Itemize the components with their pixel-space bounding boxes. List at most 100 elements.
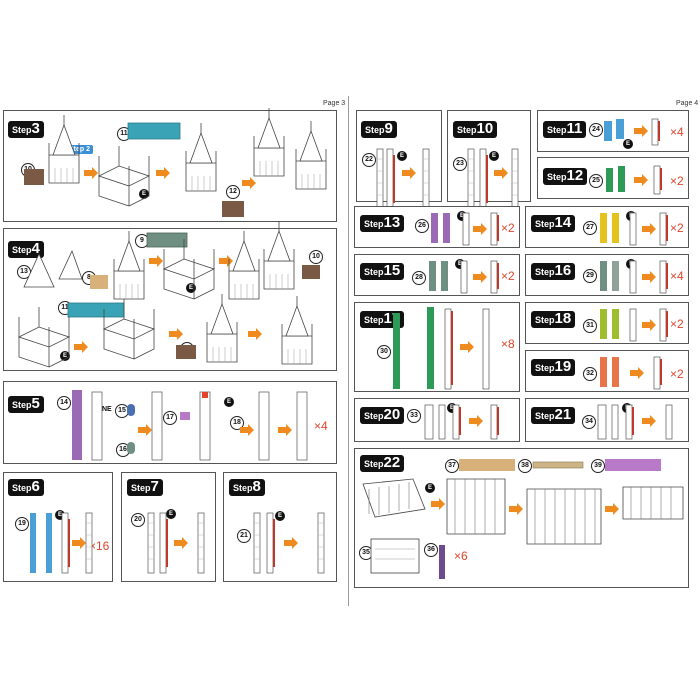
step-14-panel: Step14 27 E ×2 — [525, 206, 689, 248]
e-marker: E — [447, 403, 457, 413]
step-6-badge: Step6 — [8, 479, 44, 496]
multiplier-x4: ×4 — [314, 419, 328, 433]
e-marker: E — [397, 151, 407, 161]
multiplier-x2: ×2 — [670, 174, 684, 188]
e-marker: E — [275, 511, 285, 521]
part-number-27: 27 — [583, 221, 597, 235]
step-20-panel: Step20 33 E — [354, 398, 520, 442]
step-3-panel: Step3 Step 2 11 10 12 E — [3, 107, 337, 222]
step-7-illustration — [147, 512, 205, 574]
step-9-illustration — [376, 148, 430, 210]
part-number-14: 14 — [57, 396, 71, 410]
step-19-badge: Step19 — [531, 359, 576, 376]
part-number-28: 28 — [412, 271, 426, 285]
e-marker: E — [425, 483, 435, 493]
step-13-illustration — [431, 212, 499, 246]
step-16-badge: Step16 — [531, 263, 576, 280]
multiplier-x6: ×6 — [454, 549, 468, 563]
step-20-badge: Step20 — [360, 407, 405, 424]
page-number-left: Page 3 — [323, 100, 346, 107]
multiplier-x4: ×4 — [670, 269, 684, 283]
part-number-39: 39 — [591, 459, 605, 473]
step-10-badge: Step10 — [453, 121, 498, 138]
e-marker: E — [457, 211, 467, 221]
step-14-illustration — [600, 212, 668, 246]
step-15-panel: Step15 28 E ×2 — [354, 254, 520, 296]
multiplier-x4: ×4 — [670, 125, 684, 139]
ne-label: NE — [102, 406, 112, 413]
part-number-32: 32 — [583, 367, 597, 381]
e-marker: E — [455, 259, 465, 269]
page-number-right: Page 4 — [676, 100, 699, 107]
part-number-19: 19 — [15, 517, 29, 531]
step-10-panel: Step10 23 E — [447, 110, 531, 210]
part-number-18: 18 — [230, 416, 244, 430]
step-11-panel: Step11 24 E ×4 — [537, 110, 689, 152]
step-18-panel: Step18 31 ×2 — [525, 302, 689, 344]
e-marker: E — [489, 151, 499, 161]
part-number-34: 34 — [582, 415, 596, 429]
step-8-badge: Step8 — [229, 479, 265, 496]
part-number-31: 31 — [583, 319, 597, 333]
step-12-panel: Step12 25 ×2 — [537, 157, 689, 199]
e-marker: E — [623, 139, 633, 149]
part-number-20: 20 — [131, 513, 145, 527]
step-13-panel: Step13 26 E ×2 — [354, 206, 520, 248]
step-15-badge: Step15 — [360, 263, 405, 280]
step-5-illustration — [72, 390, 308, 461]
part-number-24: 24 — [589, 123, 603, 137]
step-18-badge: Step18 — [531, 311, 576, 328]
multiplier-x2: ×2 — [670, 317, 684, 331]
multiplier-x2: ×2 — [501, 221, 515, 235]
part-number-23: 23 — [453, 157, 467, 171]
step-7-panel: Step7 20 E — [121, 472, 216, 582]
step-9-panel: Step9 22 E — [356, 110, 442, 210]
step-3-illustration — [24, 107, 327, 217]
step-12-badge: Step12 — [543, 168, 588, 185]
step-21-panel: Step21 34 E — [525, 398, 689, 442]
multiplier-x16: ×16 — [89, 539, 110, 553]
step-20-illustration — [424, 404, 499, 440]
part-number-12: 12 — [226, 185, 240, 199]
step-17-panel: Step17 30 ×8 — [354, 302, 520, 392]
step-9-badge: Step9 — [361, 121, 397, 138]
e-marker: E — [166, 509, 176, 519]
step-5-badge: Step5 — [8, 396, 44, 413]
step-7-badge: Step7 — [127, 479, 163, 496]
step-11-badge: Step11 — [543, 121, 587, 138]
step-17-illustration — [393, 307, 490, 390]
step-19-illustration — [600, 356, 662, 390]
step-16-panel: Step16 29 E ×4 — [525, 254, 689, 296]
e-marker: E — [139, 189, 149, 199]
multiplier-x2: ×2 — [670, 221, 684, 235]
step-14-badge: Step14 — [531, 215, 576, 232]
part-number-17: 17 — [163, 411, 177, 425]
part-number-38: 38 — [518, 459, 532, 473]
part-number-21: 21 — [237, 529, 251, 543]
e-marker: E — [55, 510, 65, 520]
part-number-26: 26 — [415, 219, 429, 233]
e-marker: E — [186, 283, 196, 293]
step-22-panel: Step22 37 38 39 35 36 NE E ×6 — [354, 448, 689, 588]
step-5-panel: Step5 14 15 16 17 18 NE E ×4 — [3, 381, 337, 464]
step-19-panel: Step19 32 ×2 — [525, 350, 689, 392]
step-3-badge: Step3 — [8, 121, 44, 138]
e-marker: E — [224, 397, 234, 407]
step-4-illustration — [18, 220, 320, 368]
part-number-25: 25 — [589, 174, 603, 188]
page-divider — [348, 96, 349, 606]
step-16-illustration — [600, 260, 668, 294]
step-10-illustration — [467, 148, 519, 210]
step-21-illustration — [597, 404, 673, 440]
multiplier-x2: ×2 — [501, 269, 515, 283]
step-22-illustration — [362, 459, 684, 579]
step-8-panel: Step8 21 E — [223, 472, 337, 582]
part-number-36: 36 — [424, 543, 438, 557]
step-15-illustration — [429, 260, 499, 294]
step-4-badge: Step4 — [8, 241, 44, 258]
part-number-29: 29 — [583, 269, 597, 283]
step-4-panel: Step4 9 13 8 10 11 12 E E — [3, 220, 337, 371]
step-2-reference-tag: Step 2 — [66, 145, 94, 154]
e-marker: E — [60, 351, 70, 361]
part-number-37: 37 — [445, 459, 459, 473]
